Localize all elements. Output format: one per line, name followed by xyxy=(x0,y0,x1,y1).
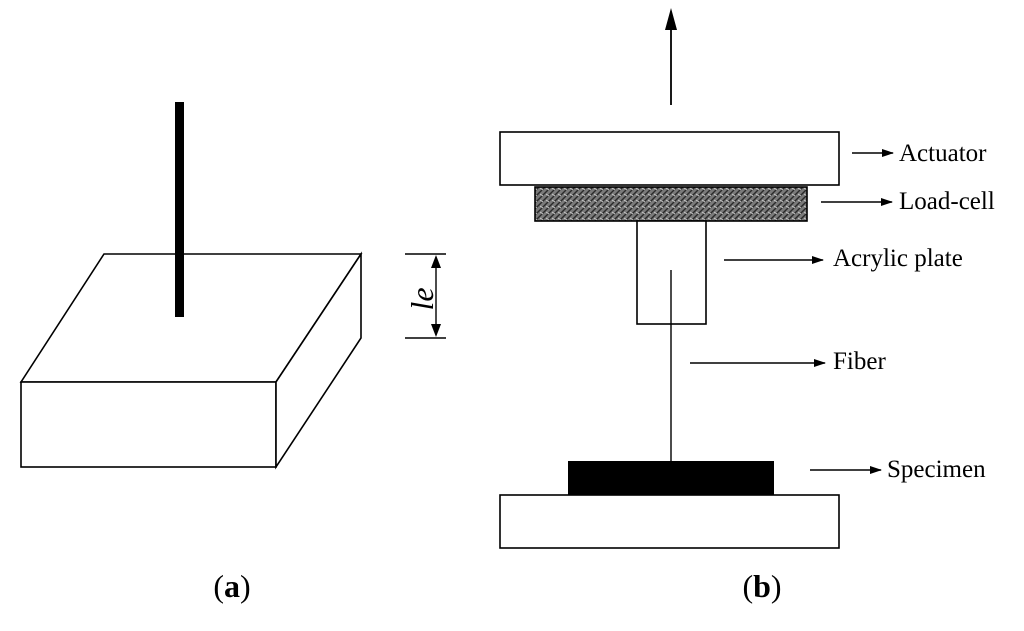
label-actuator: Actuator xyxy=(852,140,987,167)
embedment-length-label: le xyxy=(404,287,440,310)
panel-b-caption-letter: b xyxy=(753,568,771,604)
base-plate xyxy=(499,494,840,549)
block-side-face xyxy=(275,251,362,470)
label-load-cell: Load-cell xyxy=(821,188,995,215)
panel-b-caption-close: ) xyxy=(771,568,782,604)
load-cell-label: Load-cell xyxy=(899,188,995,215)
fiber-label: Fiber xyxy=(833,348,886,375)
panel-a-caption-close: ) xyxy=(240,568,251,604)
label-specimen: Specimen xyxy=(810,456,986,483)
load-cell-block xyxy=(534,186,808,222)
panel-a-caption-open: ( xyxy=(213,568,224,604)
panel-b-caption: (b) xyxy=(742,568,781,604)
acrylic-plate-label: Acrylic plate xyxy=(833,245,963,272)
pull-arrow-head xyxy=(665,8,677,30)
label-acrylic-plate: Acrylic plate xyxy=(724,245,963,272)
label-fiber: Fiber xyxy=(690,348,886,375)
actuator-label: Actuator xyxy=(899,140,987,167)
block-front-face xyxy=(20,381,277,468)
panel-a-caption-letter: a xyxy=(224,568,240,604)
specimen-label: Specimen xyxy=(887,456,986,483)
actuator-plate xyxy=(499,131,840,186)
embedment-length-dimension: le xyxy=(404,253,446,339)
panel-b: Actuator Load-cell Acrylic plate Fiber S… xyxy=(499,8,995,604)
fiber-rod xyxy=(175,102,184,317)
panel-b-caption-open: ( xyxy=(742,568,753,604)
specimen-block xyxy=(568,461,774,495)
panel-a-caption: (a) xyxy=(213,568,250,604)
panel-a: le (a) xyxy=(19,102,446,604)
